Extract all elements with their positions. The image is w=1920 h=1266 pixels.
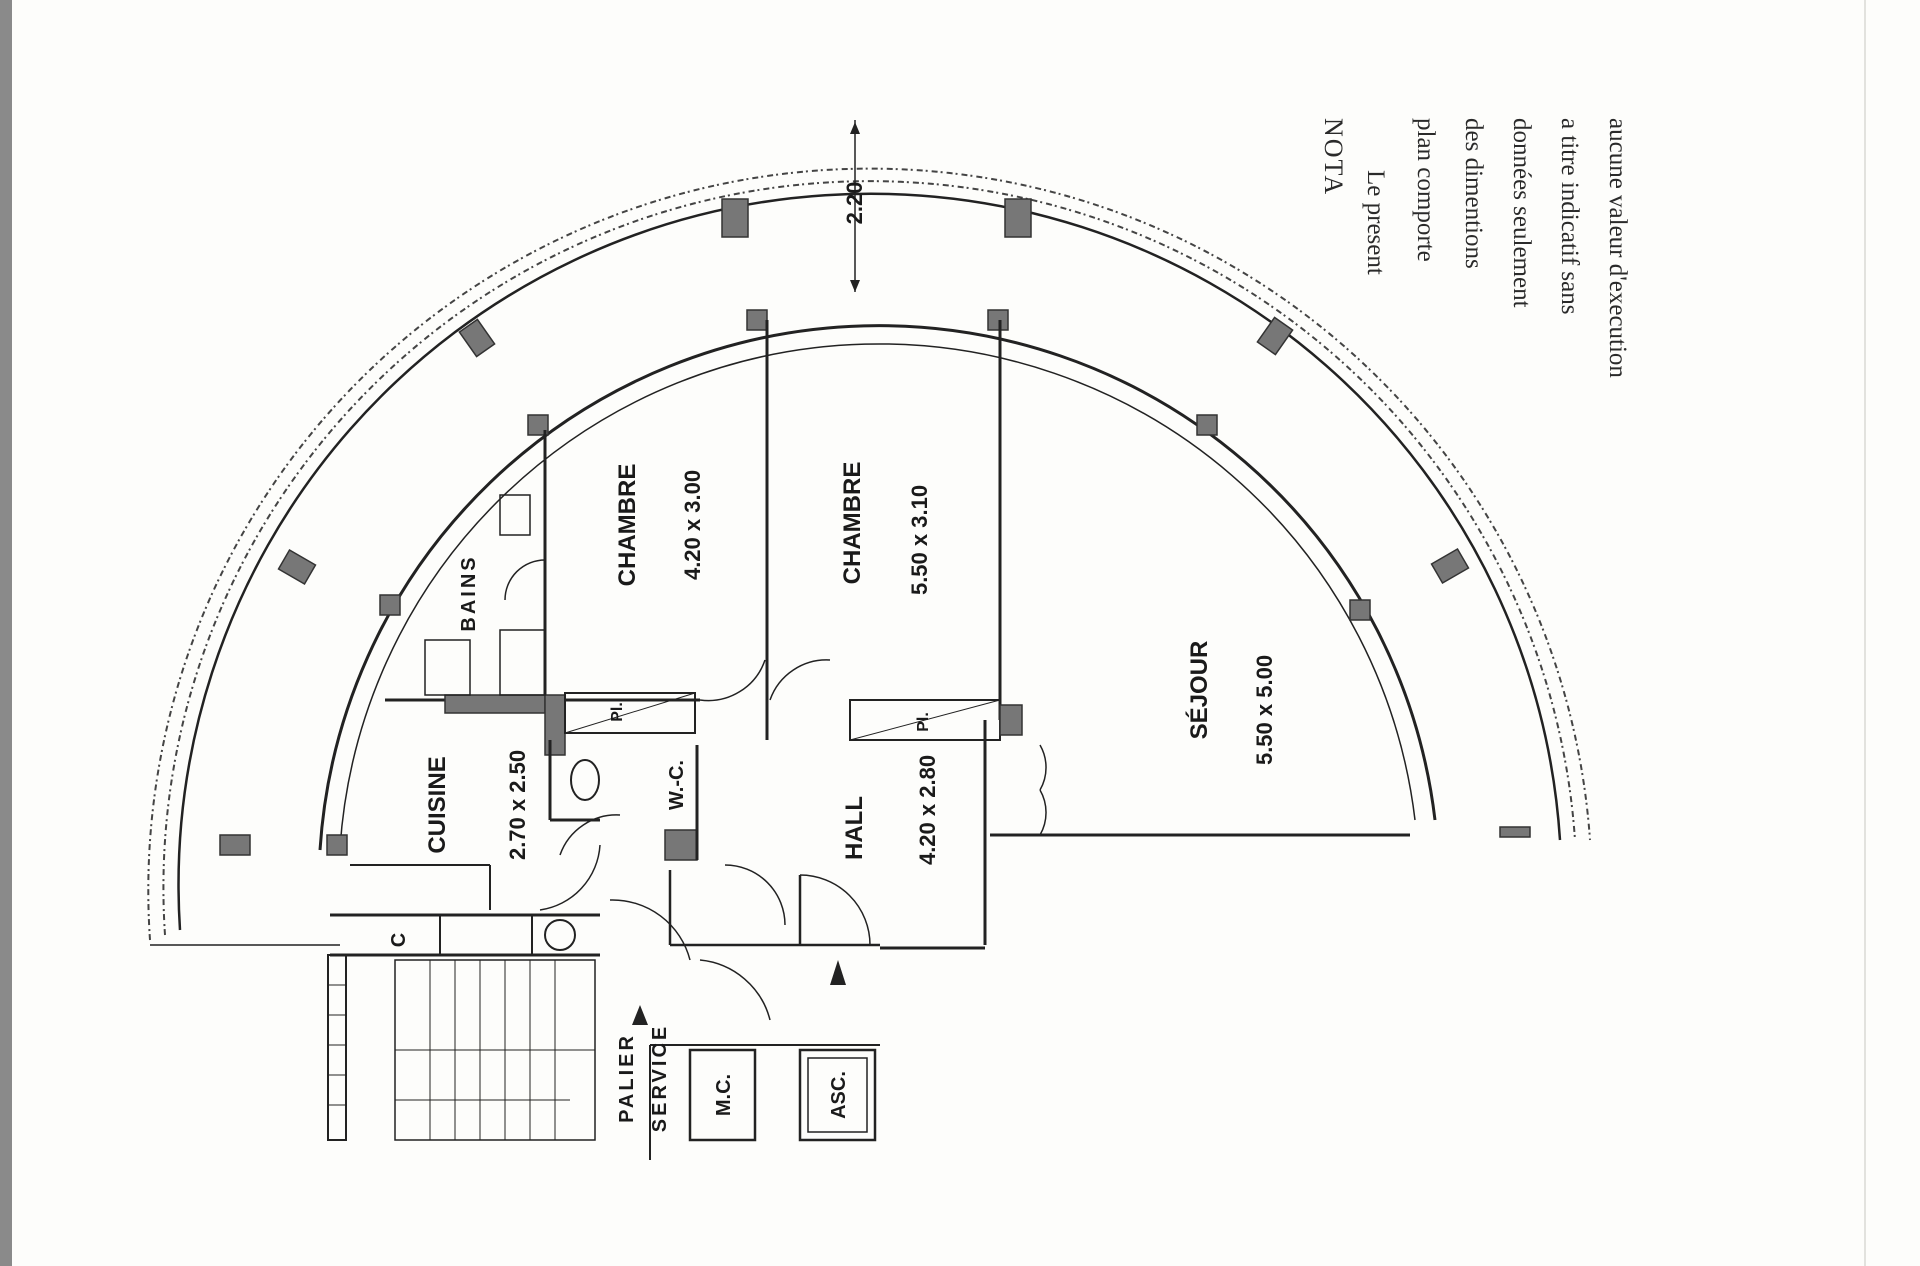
hall-dims: 4.20 x 2.80: [915, 755, 940, 865]
nota-line-6: aucune valeur d'execution: [1604, 118, 1631, 378]
service-strip: [327, 954, 347, 1141]
nota-block: NOTA Le present plan comporte des diment…: [1319, 118, 1631, 378]
nota-line-5: a titre indicatif sans: [1556, 118, 1583, 314]
wc-label: W.-C.: [666, 760, 688, 810]
terrace-columns: [219, 198, 1531, 856]
c-label: C: [388, 933, 410, 947]
chambre1-label: CHAMBRE: [614, 464, 641, 587]
cuisine-label: CUISINE: [424, 756, 451, 853]
mc-label: M.C.: [713, 1074, 735, 1116]
service-label: SERVICE: [649, 1024, 671, 1132]
palier-label: PALIER: [616, 1033, 638, 1123]
chambre2-dims: 5.50 x 3.10: [907, 485, 932, 595]
page-edge: [0, 0, 12, 1266]
asc-box: [798, 1048, 877, 1142]
toilet: [570, 759, 600, 801]
chambre1-dims: 4.20 x 3.00: [680, 470, 705, 580]
facade-mullions: [326, 309, 1371, 856]
planter-ring: [147, 167, 1591, 946]
interior-walls: [327, 320, 1410, 1160]
mc-box: [688, 1048, 757, 1142]
nota-title: NOTA: [1319, 118, 1348, 196]
nota-line-2: plan comporte: [1412, 118, 1439, 262]
terrace-dimension: [850, 120, 860, 292]
hall-label: HALL: [841, 796, 868, 860]
placard1-label: Pl.: [609, 702, 626, 722]
asc-label: ASC.: [828, 1071, 850, 1119]
sejour-dims: 5.50 x 5.00: [1252, 655, 1277, 765]
sejour-label: SÉJOUR: [1185, 641, 1213, 740]
nota-line-3: des dimentions: [1460, 118, 1487, 269]
staircase: [394, 959, 596, 1141]
arrow-icon: [632, 1005, 648, 1025]
facade: [318, 324, 1437, 851]
cuisine-dims: 2.70 x 2.50: [505, 750, 530, 860]
arrow-icon: [830, 960, 846, 985]
door-swings: [504, 559, 1047, 1021]
nota-line-1: Le present: [1362, 170, 1389, 275]
terrace-dimension-label: 2.20: [842, 182, 867, 225]
nota-line-4: données seulement: [1508, 118, 1535, 308]
bains-label: BAINS: [458, 554, 480, 631]
placard2-label: Pl.: [915, 712, 932, 732]
chambre2-label: CHAMBRE: [839, 462, 866, 585]
